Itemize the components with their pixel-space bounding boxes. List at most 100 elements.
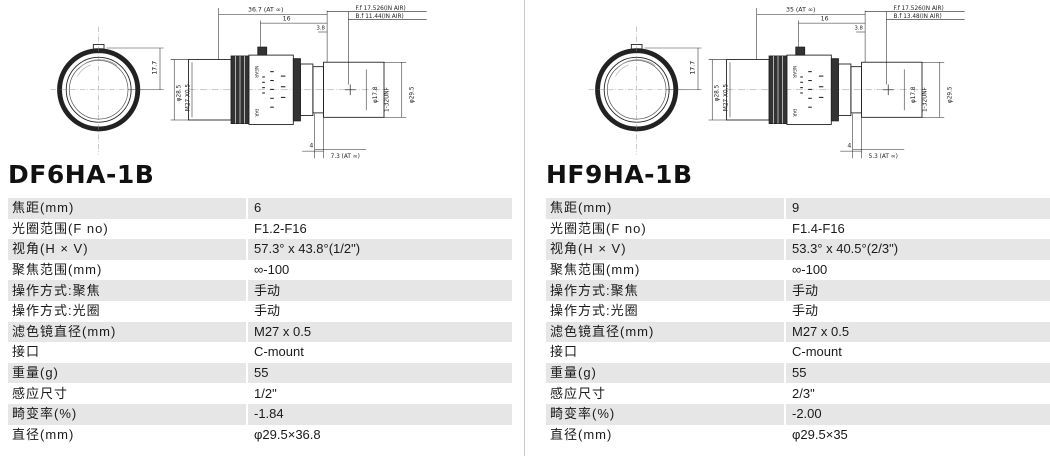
- spec-label: 畸变率(%): [8, 403, 247, 425]
- spec-row: 操作方式:聚焦手动: [546, 280, 1050, 301]
- spec-label: 接口: [12, 344, 41, 360]
- dim-total-label: 35 (AT ∞): [786, 7, 815, 14]
- dim-ff-label: F.f 17.526(IN AIR): [356, 6, 406, 12]
- dimension-lines: [708, 8, 965, 159]
- dim-bf-label: B.f 13.48(IN AIR): [894, 14, 942, 20]
- spec-label: 直径(mm): [12, 426, 75, 442]
- spec-label: 操作方式:聚焦: [546, 280, 785, 301]
- spec-value: 55: [784, 362, 1050, 384]
- spec-label: 聚焦范围(mm): [12, 262, 103, 278]
- product-panel-1: 17.7 NEAR FAR: [538, 0, 1050, 456]
- spec-value: 2/3": [784, 383, 1050, 404]
- dim-d16-label: 16: [283, 15, 291, 22]
- svg-text:NEAR: NEAR: [791, 66, 797, 78]
- spec-row: 操作方式:聚焦手动: [8, 280, 512, 301]
- spec-value: 57.3° x 43.8°(1/2"): [246, 239, 512, 260]
- spec-row: 聚焦范围(mm) ∞-100: [546, 259, 1050, 281]
- spec-row: 重量(g)55: [546, 362, 1050, 384]
- dim-unf-label: 1-32UNF: [384, 87, 390, 112]
- model-title: HF9HA-1B: [546, 160, 693, 189]
- spec-label: 感应尺寸: [12, 385, 69, 401]
- dim-unf-label: 1-32UNF: [922, 87, 928, 112]
- spec-value: 6: [246, 198, 512, 219]
- dim-at-label: 7.3 (AT ∞): [331, 154, 360, 160]
- dim-d38-label: 3.8: [854, 25, 863, 31]
- spec-row: 焦距(mm)9: [546, 198, 1050, 219]
- spec-row: 聚焦范围(mm) ∞-100: [8, 259, 512, 281]
- spec-row: 滤色镜直径(mm)M27 x 0.5: [8, 321, 512, 343]
- spec-label: 操作方式:光圈: [12, 303, 101, 319]
- dim-at-label: 5.3 (AT ∞): [869, 154, 898, 160]
- spec-value: 53.3° x 40.5°(2/3"): [784, 239, 1050, 260]
- dim-17-7-label: 17.7: [689, 61, 696, 75]
- spec-label: 重量(g): [546, 362, 785, 384]
- spec-value: φ29.5×36.8: [246, 424, 512, 446]
- spec-value: ∞-100: [246, 259, 512, 281]
- dimension-labels: 36.7 (AT ∞) 16 3.8 F.f 17.526(IN AIR) B.…: [176, 6, 415, 150]
- spec-row: 直径(mm)φ29.5×35: [546, 424, 1050, 446]
- spec-row: 直径(mm) φ29.5×36.8: [8, 424, 512, 446]
- spec-value: F1.4-F16: [784, 218, 1050, 240]
- dim-d295-label: φ29.5: [409, 86, 415, 103]
- spec-label: 聚焦范围(mm): [550, 262, 641, 278]
- dim-d38-label: 3.8: [316, 25, 325, 31]
- product-panel-0: 17.7 NEAR FAR: [0, 0, 512, 456]
- spec-label: 滤色镜直径(mm): [546, 321, 785, 343]
- lens-scale-marks: NEAR FAR: [791, 66, 824, 117]
- spec-row: 视角(H × V)53.3° x 40.5°(2/3"): [546, 239, 1050, 260]
- dim-d178-label: φ17.8: [911, 86, 917, 103]
- spec-value: 手动: [784, 280, 1050, 301]
- spec-label: 操作方式:聚焦: [8, 280, 247, 301]
- spec-value: -2.00: [784, 403, 1050, 425]
- dim-d178-label: φ17.8: [373, 86, 379, 103]
- spec-row: 滤色镜直径(mm)M27 x 0.5: [546, 321, 1050, 343]
- spec-value: M27 x 0.5: [246, 321, 512, 343]
- spec-value: 手动: [246, 280, 512, 301]
- dim-m27-label: M27 X0.5: [185, 84, 191, 112]
- dim-d16-label: 16: [821, 15, 829, 22]
- dim-total-label: 36.7 (AT ∞): [248, 7, 283, 14]
- dimension-labels: 35 (AT ∞) 16 3.8 F.f 17.526(IN AIR) B.f …: [714, 6, 953, 150]
- spec-label: 光圈范围(F no): [12, 220, 109, 236]
- spec-value: C-mount: [246, 342, 512, 363]
- lens-front-view-icon: [50, 26, 164, 155]
- spec-label: 光圈范围(F no): [550, 220, 647, 236]
- lens-dimension-drawing: 17.7 NEAR FAR: [588, 6, 965, 160]
- dim-m27-label: M27 X0.5: [723, 84, 729, 112]
- spec-row: 畸变率(%)-1.84: [8, 403, 512, 425]
- dim-d295-label: φ29.5: [947, 86, 953, 103]
- spec-label: 焦距(mm): [546, 198, 785, 219]
- spec-row: 视角(H × V)57.3° x 43.8°(1/2"): [8, 239, 512, 260]
- spec-row: 接口 C-mount: [8, 342, 512, 363]
- spec-label: 焦距(mm): [8, 198, 247, 219]
- spec-row: 光圈范围(F no) F1.4-F16: [546, 218, 1050, 240]
- spec-label: 接口: [550, 344, 579, 360]
- spec-value: 9: [784, 198, 1050, 219]
- spec-row: 操作方式:光圈 手动: [546, 300, 1050, 322]
- lens-side-view-icon: [726, 46, 923, 125]
- dimension-lines: [170, 8, 427, 159]
- dim-d285-label: φ28.5: [176, 84, 182, 101]
- spec-label: 视角(H × V): [546, 239, 785, 260]
- svg-text:NEAR: NEAR: [253, 66, 259, 78]
- spec-label: 重量(g): [8, 362, 247, 384]
- dim-ff-label: F.f 17.526(IN AIR): [894, 6, 944, 12]
- spec-row: 畸变率(%)-2.00: [546, 403, 1050, 425]
- spec-label: 操作方式:光圈: [550, 303, 639, 319]
- spec-label: 畸变率(%): [546, 403, 785, 425]
- spec-row: 焦距(mm)6: [8, 198, 512, 219]
- spec-value: ∞-100: [784, 259, 1050, 281]
- spec-value: 手动: [784, 300, 1050, 322]
- spec-label: 滤色镜直径(mm): [8, 321, 247, 343]
- spec-value: 55: [246, 362, 512, 384]
- dim-bf-label: B.f 11.44(IN AIR): [356, 14, 404, 20]
- spec-label: 感应尺寸: [550, 385, 607, 401]
- lens-dimension-drawing: 17.7 NEAR FAR: [50, 6, 427, 160]
- dim-d4-label: 4: [847, 143, 851, 150]
- svg-text:FAR: FAR: [791, 108, 797, 116]
- spec-row: 感应尺寸 2/3": [546, 383, 1050, 404]
